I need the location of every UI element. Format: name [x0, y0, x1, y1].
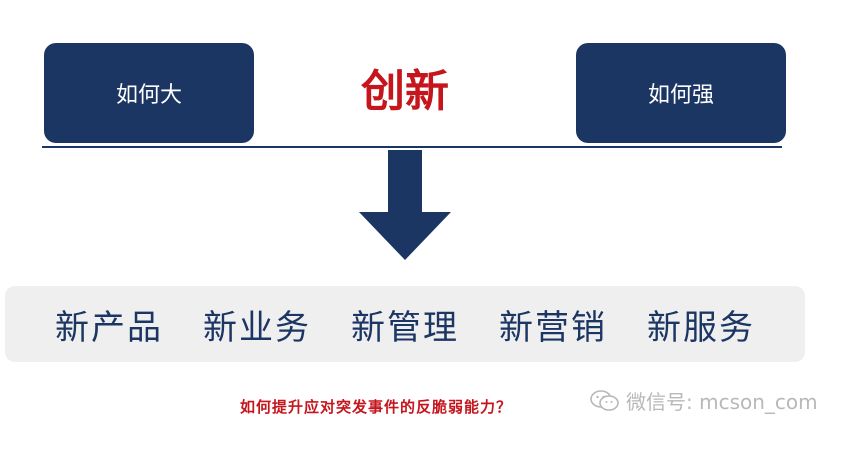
item-new-marketing: 新营销 [499, 307, 607, 348]
left-box-label: 如何大 [115, 83, 182, 108]
item-new-management: 新管理 [351, 307, 459, 348]
watermark-text: 微信号: mcson_com [626, 390, 818, 414]
watermark: 微信号: mcson_com [590, 386, 818, 415]
item-new-business: 新业务 [203, 307, 311, 348]
right-box-label: 如何强 [647, 83, 714, 108]
item-new-product: 新产品 [55, 307, 163, 348]
item-new-service: 新服务 [647, 307, 755, 348]
wechat-icon [590, 389, 619, 411]
left-box: 如何大 [44, 43, 254, 143]
innovation-bar: 新产品 新业务 新管理 新营销 新服务 [5, 286, 805, 362]
down-arrow-icon [359, 150, 451, 260]
right-box: 如何强 [576, 43, 786, 143]
center-title: 创新 [361, 66, 449, 117]
baseline-divider [42, 146, 782, 148]
question-text: 如何提升应对突发事件的反脆弱能力？ [240, 398, 513, 416]
